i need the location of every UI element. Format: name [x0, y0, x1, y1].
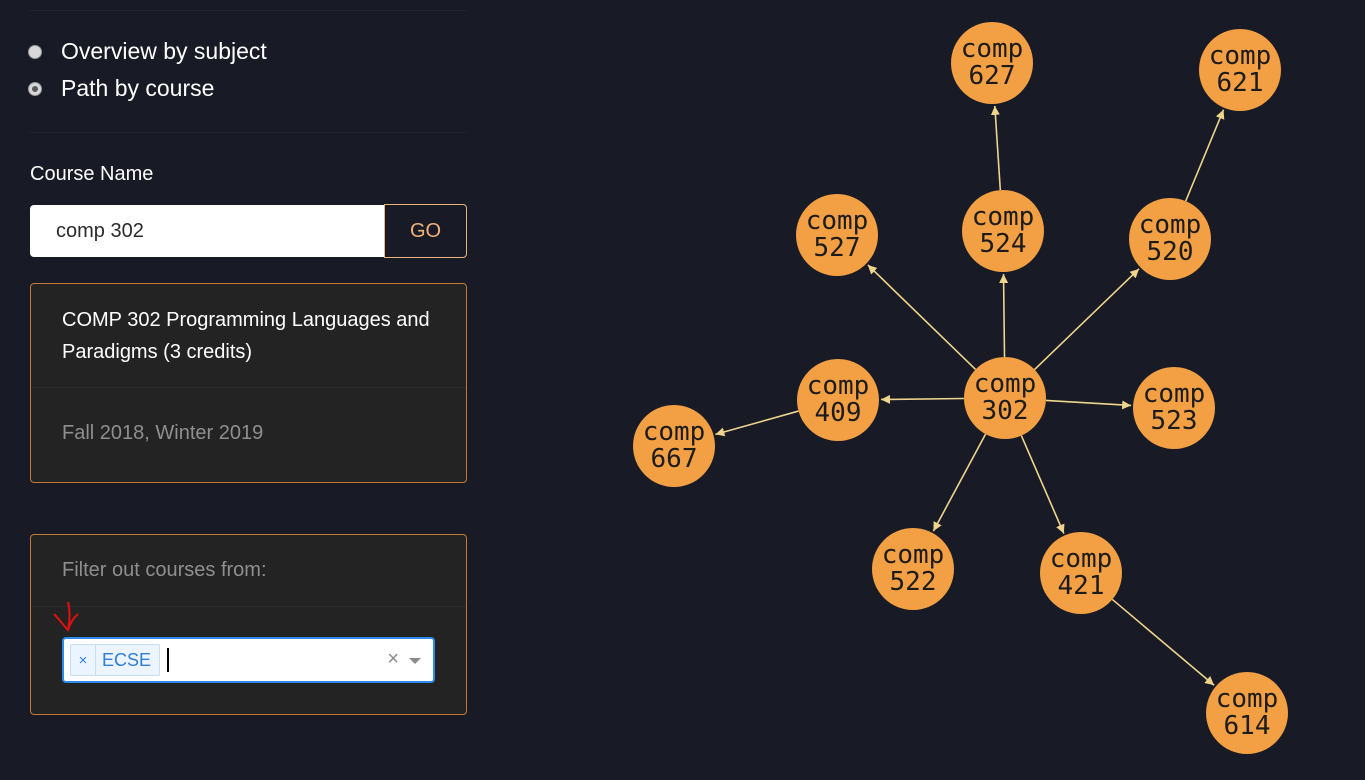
- sidebar: Overview by subject Path by course Cours…: [0, 0, 500, 780]
- go-button[interactable]: GO: [384, 204, 467, 258]
- course-terms: Fall 2018, Winter 2019: [62, 422, 264, 444]
- node-label-number: 409: [815, 398, 862, 428]
- node-label-subject: comp: [972, 202, 1035, 232]
- nodes: comp302comp627comp621comp527comp524comp5…: [633, 22, 1288, 754]
- node-circle[interactable]: [1133, 367, 1215, 449]
- node-circle[interactable]: [1129, 198, 1211, 280]
- edge-comp421-comp614: [1111, 598, 1215, 686]
- edges: [715, 105, 1225, 686]
- selected-tag-ecse: × ECSE: [70, 644, 161, 676]
- edge-comp302-comp523: [1045, 399, 1132, 410]
- edge-comp524-comp627: [990, 105, 1002, 191]
- node-label-subject: comp: [961, 34, 1024, 64]
- edge-comp302-comp524: [999, 273, 1009, 358]
- node-label-subject: comp: [1143, 379, 1206, 409]
- edge-comp302-comp520: [1033, 268, 1140, 371]
- edge-comp520-comp621: [1184, 109, 1225, 202]
- node-circle[interactable]: [1199, 29, 1281, 111]
- node-circle[interactable]: [872, 528, 954, 610]
- filter-card: Filter out courses from: × ECSE ×: [30, 534, 467, 715]
- node-label-number: 421: [1058, 571, 1105, 601]
- node-label-subject: comp: [1050, 544, 1113, 574]
- edge-comp302-comp527: [867, 264, 977, 371]
- radio-label: Path by course: [61, 75, 215, 101]
- node-label-subject: comp: [643, 417, 706, 447]
- course-name-input[interactable]: comp 302: [30, 205, 385, 257]
- node-label-subject: comp: [974, 369, 1037, 399]
- tag-label: ECSE: [102, 649, 152, 670]
- subject-filter-select[interactable]: × ECSE ×: [62, 637, 435, 683]
- node-label-number: 621: [1217, 68, 1264, 98]
- node-circle[interactable]: [962, 190, 1044, 272]
- node-circle[interactable]: [633, 405, 715, 487]
- node-label-subject: comp: [1216, 684, 1279, 714]
- node-circle[interactable]: [951, 22, 1033, 104]
- node-label-subject: comp: [1209, 41, 1272, 71]
- chevron-down-icon[interactable]: [409, 658, 421, 664]
- radio-path-by-course[interactable]: Path by course: [28, 75, 214, 102]
- node-label-subject: comp: [806, 206, 869, 236]
- clear-icon[interactable]: ×: [387, 648, 399, 670]
- radio-icon[interactable]: [28, 44, 42, 59]
- card-divider: [31, 387, 466, 388]
- course-name-label: Course Name: [30, 163, 154, 185]
- card-divider: [31, 606, 466, 607]
- edge-comp302-comp409: [880, 394, 965, 404]
- node-label-number: 627: [969, 61, 1016, 91]
- course-info-card: COMP 302 Programming Languages and Parad…: [30, 283, 467, 483]
- radio-overview-by-subject[interactable]: Overview by subject: [28, 38, 267, 65]
- node-label-subject: comp: [882, 540, 945, 570]
- radio-checked-icon[interactable]: [28, 81, 42, 96]
- node-label-number: 520: [1147, 237, 1194, 267]
- node-circle[interactable]: [797, 359, 879, 441]
- node-label-number: 302: [982, 396, 1029, 426]
- divider: [30, 132, 466, 133]
- node-circle[interactable]: [1206, 672, 1288, 754]
- node-label-number: 523: [1151, 406, 1198, 436]
- course-title: COMP 302 Programming Languages and Parad…: [62, 309, 430, 363]
- node-label-subject: comp: [1139, 210, 1202, 240]
- node-label-number: 524: [980, 229, 1027, 259]
- edge-comp409-comp667: [715, 410, 799, 437]
- node-label-subject: comp: [807, 371, 870, 401]
- node-label-number: 667: [651, 444, 698, 474]
- divider: [30, 10, 466, 11]
- red-arrow-annotation-icon: [53, 601, 79, 632]
- edge-comp302-comp421: [1020, 435, 1065, 534]
- filter-title: Filter out courses from:: [62, 559, 267, 581]
- node-circle[interactable]: [1040, 532, 1122, 614]
- node-label-number: 522: [890, 567, 937, 597]
- edge-comp302-comp522: [932, 433, 987, 532]
- node-circle[interactable]: [964, 357, 1046, 439]
- node-circle[interactable]: [796, 194, 878, 276]
- node-label-number: 614: [1224, 711, 1271, 741]
- radio-label: Overview by subject: [61, 38, 267, 64]
- node-label-number: 527: [814, 233, 861, 263]
- text-cursor: [167, 648, 170, 672]
- tag-remove-icon[interactable]: ×: [71, 645, 96, 675]
